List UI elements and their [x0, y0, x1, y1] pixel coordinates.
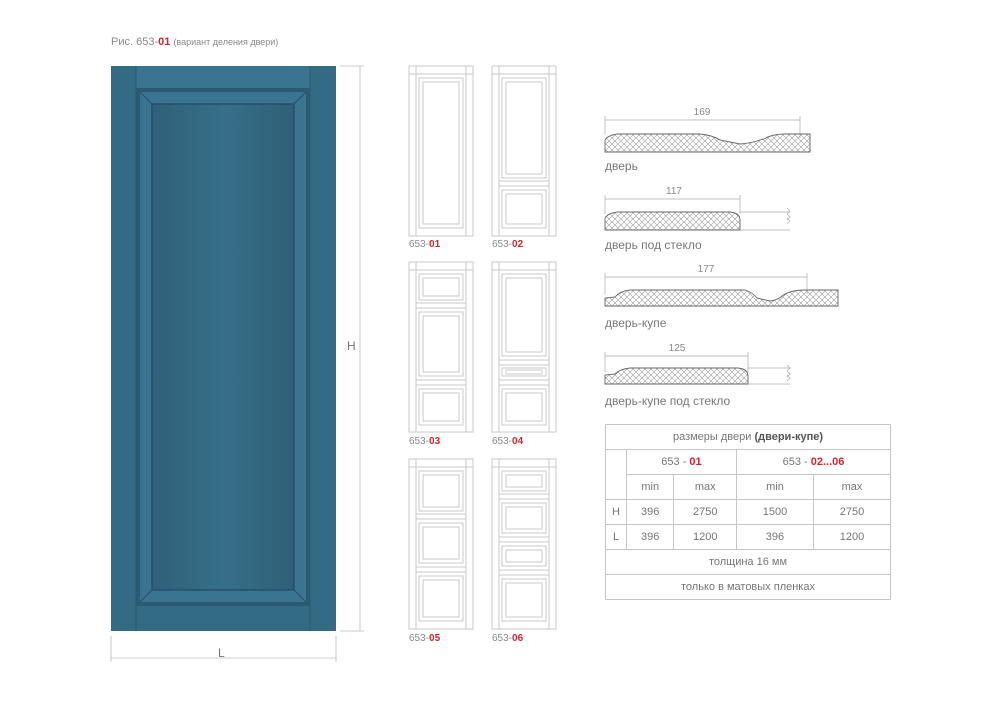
table-cell: 396: [625, 499, 675, 525]
table-cell: 1200: [812, 524, 892, 550]
profile-door-glass-dimension: 117: [666, 186, 682, 197]
variant-01-drawing: [408, 65, 474, 237]
profile-coupe-glass-label: дверь-купе под стекло: [605, 394, 731, 408]
variant-03-drawing: [408, 261, 474, 433]
table-corner-2: [605, 474, 627, 500]
variant-05-drawing: [408, 458, 474, 630]
height-dimension-label: H: [347, 339, 356, 353]
variant-label-04: 653-04: [492, 436, 524, 447]
profile-coupe-glass-dimension: 125: [668, 343, 686, 354]
dimension-lines: [110, 65, 364, 662]
caption-note: (вариант деления двери): [173, 37, 279, 47]
profile-coupe-section: [604, 273, 839, 307]
table-group-01: 653 - 01: [626, 449, 737, 475]
sizes-table: размеры двери (двери-купе) 653 - 01 653 …: [605, 424, 892, 600]
row-label-h: H: [605, 499, 627, 525]
profile-door-section: [604, 116, 811, 153]
door-render: [111, 66, 336, 631]
profile-door-glass-label: дверь под стекло: [605, 238, 702, 252]
table-header-min: min: [735, 474, 814, 500]
caption-prefix: Рис. 653-: [111, 36, 159, 48]
table-row: L 396 1200 396 1200: [605, 524, 892, 550]
table-cell: 1500: [735, 499, 814, 525]
table-header-max: max: [812, 474, 892, 500]
table-title: размеры двери (двери-купе): [605, 424, 891, 450]
table-header-min: min: [625, 474, 675, 500]
table-finish: только в матовых пленках: [605, 574, 891, 600]
profile-coupe-dimension: 177: [697, 264, 715, 275]
profile-coupe-glass-section: [604, 352, 791, 385]
table-header-max: max: [673, 474, 737, 500]
table-cell: 1200: [673, 524, 737, 550]
table-corner: [605, 449, 627, 475]
table-cell: 396: [625, 524, 675, 550]
table-thickness: толщина 16 мм: [605, 549, 891, 575]
variant-06-drawing: [491, 458, 557, 630]
profile-door-dimension: 169: [693, 107, 711, 118]
variant-label-06: 653-06: [492, 633, 524, 644]
figure-caption: Рис. 653-01 (вариант деления двери): [111, 36, 278, 48]
profile-door-glass-section: [604, 195, 791, 231]
variant-02-drawing: [491, 65, 557, 237]
profile-door-label: дверь: [605, 159, 638, 173]
table-cell: 396: [735, 524, 814, 550]
variant-label-03: 653-03: [409, 436, 441, 447]
table-cell: 2750: [812, 499, 892, 525]
variant-04-drawing: [491, 261, 557, 433]
table-cell: 2750: [673, 499, 737, 525]
variant-label-05: 653-05: [409, 633, 441, 644]
table-group-02-06: 653 - 02...06: [735, 449, 892, 475]
row-label-l: L: [605, 524, 627, 550]
table-row: H 396 2750 1500 2750: [605, 499, 892, 525]
caption-number: 01: [158, 36, 171, 48]
variant-label-02: 653-02: [492, 239, 524, 250]
width-dimension-label: L: [218, 646, 225, 660]
variant-label-01: 653-01: [409, 239, 441, 250]
profile-coupe-label: дверь-купе: [605, 316, 667, 330]
